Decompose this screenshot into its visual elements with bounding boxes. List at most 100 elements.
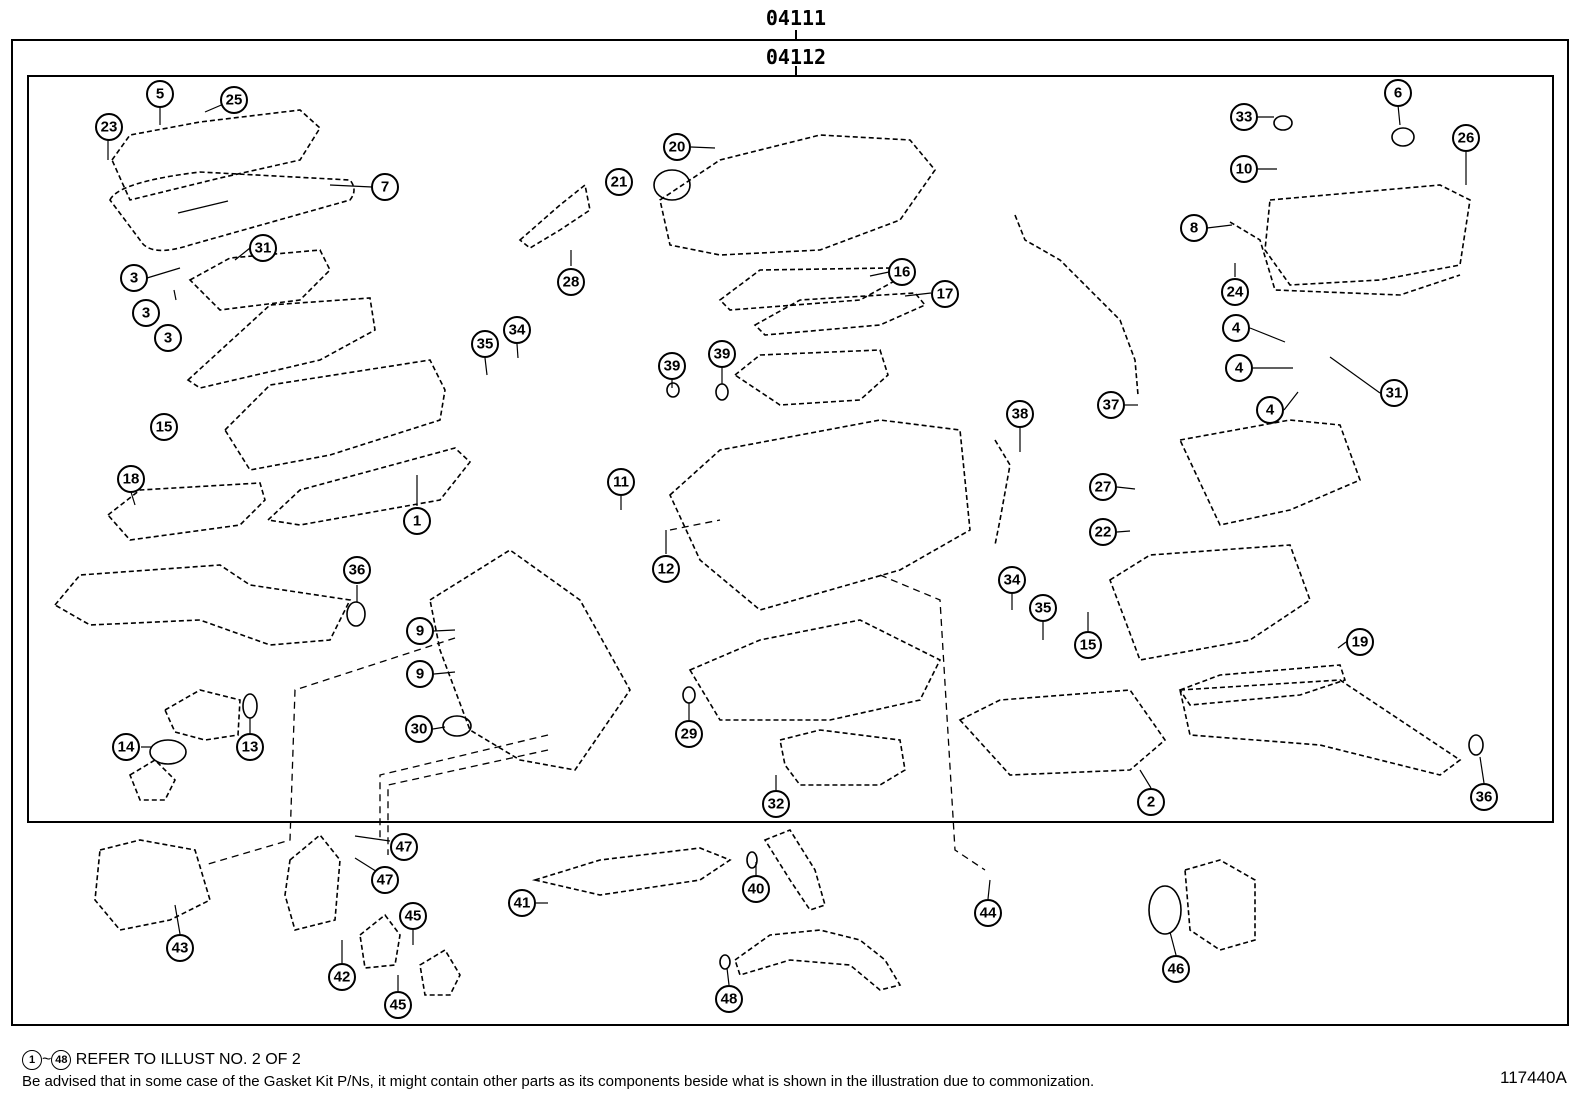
callout-18: 18: [117, 465, 145, 493]
callout-45: 45: [399, 902, 427, 930]
callout-33: 33: [1230, 103, 1258, 131]
callout-43: 43: [166, 934, 194, 962]
callout-32: 32: [762, 790, 790, 818]
callout-39: 39: [658, 352, 686, 380]
kit-04112-frame: [27, 75, 1554, 823]
range-start-callout: 1: [22, 1050, 42, 1070]
callout-1: 1: [403, 507, 431, 535]
illustration-code: 117440A: [1500, 1068, 1567, 1087]
callout-17: 17: [931, 280, 959, 308]
callout-3: 3: [132, 299, 160, 327]
callout-21: 21: [605, 168, 633, 196]
callout-11: 11: [607, 468, 635, 496]
svg-text:14: 14: [118, 739, 135, 756]
svg-text:12: 12: [658, 561, 675, 578]
callout-23: 23: [95, 113, 123, 141]
svg-text:15: 15: [156, 419, 173, 436]
callout-3: 3: [154, 324, 182, 352]
svg-text:28: 28: [563, 274, 580, 291]
callout-36: 36: [343, 556, 371, 584]
svg-text:6: 6: [1394, 85, 1402, 102]
svg-text:45: 45: [390, 997, 407, 1014]
callout-27: 27: [1089, 473, 1117, 501]
callout-34: 34: [503, 316, 531, 344]
callout-37: 37: [1097, 391, 1125, 419]
svg-text:4: 4: [1266, 402, 1275, 419]
callout-6: 6: [1384, 79, 1412, 107]
callout-30: 30: [405, 715, 433, 743]
callout-5: 5: [146, 80, 174, 108]
callout-35: 35: [1029, 594, 1057, 622]
svg-text:17: 17: [937, 286, 954, 303]
callout-36: 36: [1470, 783, 1498, 811]
kit-number-04112: 04112: [765, 45, 827, 69]
callout-35: 35: [471, 330, 499, 358]
callout-7: 7: [371, 173, 399, 201]
callout-4: 4: [1225, 354, 1253, 382]
svg-text:5: 5: [156, 86, 164, 103]
svg-text:11: 11: [613, 474, 629, 491]
svg-text:26: 26: [1458, 130, 1475, 147]
kit-04111-frame: [11, 39, 1569, 1026]
svg-text:35: 35: [477, 336, 494, 353]
svg-text:2: 2: [1147, 794, 1155, 811]
svg-text:16: 16: [894, 264, 911, 281]
callout-9: 9: [406, 617, 434, 645]
callout-41: 41: [508, 889, 536, 917]
kit-number-04111: 04111: [765, 6, 827, 30]
svg-text:4: 4: [1232, 320, 1241, 337]
advisory-note: Be advised that in some case of the Gask…: [22, 1073, 1095, 1090]
callout-3: 3: [120, 264, 148, 292]
callout-12: 12: [652, 555, 680, 583]
refer-note: 1~48 REFER TO ILLUST NO. 2 OF 2: [22, 1050, 301, 1070]
callout-48: 48: [715, 985, 743, 1013]
svg-text:21: 21: [611, 174, 628, 191]
svg-text:38: 38: [1012, 406, 1029, 423]
svg-text:42: 42: [334, 969, 351, 986]
svg-text:10: 10: [1236, 161, 1253, 178]
callout-38: 38: [1006, 400, 1034, 428]
callout-14: 14: [112, 733, 140, 761]
callouts: 23 5 25 7 3 31 3 3 15 18 1 35 34 20 21 2…: [95, 79, 1498, 1019]
svg-text:29: 29: [681, 726, 698, 743]
range-end-callout: 48: [51, 1050, 72, 1070]
callout-47: 47: [390, 833, 418, 861]
svg-text:25: 25: [226, 92, 243, 109]
svg-text:34: 34: [509, 322, 526, 339]
svg-text:40: 40: [748, 881, 765, 898]
callout-39: 39: [708, 340, 736, 368]
dashed-leaders: [204, 519, 986, 871]
svg-text:36: 36: [349, 562, 366, 579]
callout-40: 40: [742, 875, 770, 903]
callout-24: 24: [1221, 278, 1249, 306]
callout-2: 2: [1137, 788, 1165, 816]
svg-text:41: 41: [514, 895, 531, 912]
svg-text:31: 31: [255, 240, 272, 257]
svg-text:9: 9: [416, 623, 424, 640]
callout-42: 42: [328, 963, 356, 991]
svg-text:22: 22: [1095, 524, 1112, 541]
callout-26: 26: [1452, 124, 1480, 152]
svg-text:23: 23: [101, 119, 118, 136]
callout-44: 44: [974, 899, 1002, 927]
callout-25: 25: [220, 86, 248, 114]
svg-text:39: 39: [714, 346, 731, 363]
callout-4: 4: [1256, 396, 1284, 424]
callout-16: 16: [888, 258, 916, 286]
callout-31: 31: [249, 234, 277, 262]
callout-15: 15: [1074, 631, 1102, 659]
svg-text:45: 45: [405, 908, 422, 925]
svg-text:33: 33: [1236, 109, 1253, 126]
svg-text:3: 3: [142, 305, 150, 322]
svg-text:27: 27: [1095, 479, 1112, 496]
callout-45: 45: [384, 991, 412, 1019]
svg-text:24: 24: [1227, 284, 1244, 301]
range-separator: ~: [42, 1051, 52, 1069]
svg-text:34: 34: [1004, 572, 1021, 589]
svg-text:37: 37: [1103, 397, 1120, 414]
callout-46: 46: [1162, 955, 1190, 983]
callout-8: 8: [1180, 214, 1208, 242]
svg-text:44: 44: [980, 905, 997, 922]
